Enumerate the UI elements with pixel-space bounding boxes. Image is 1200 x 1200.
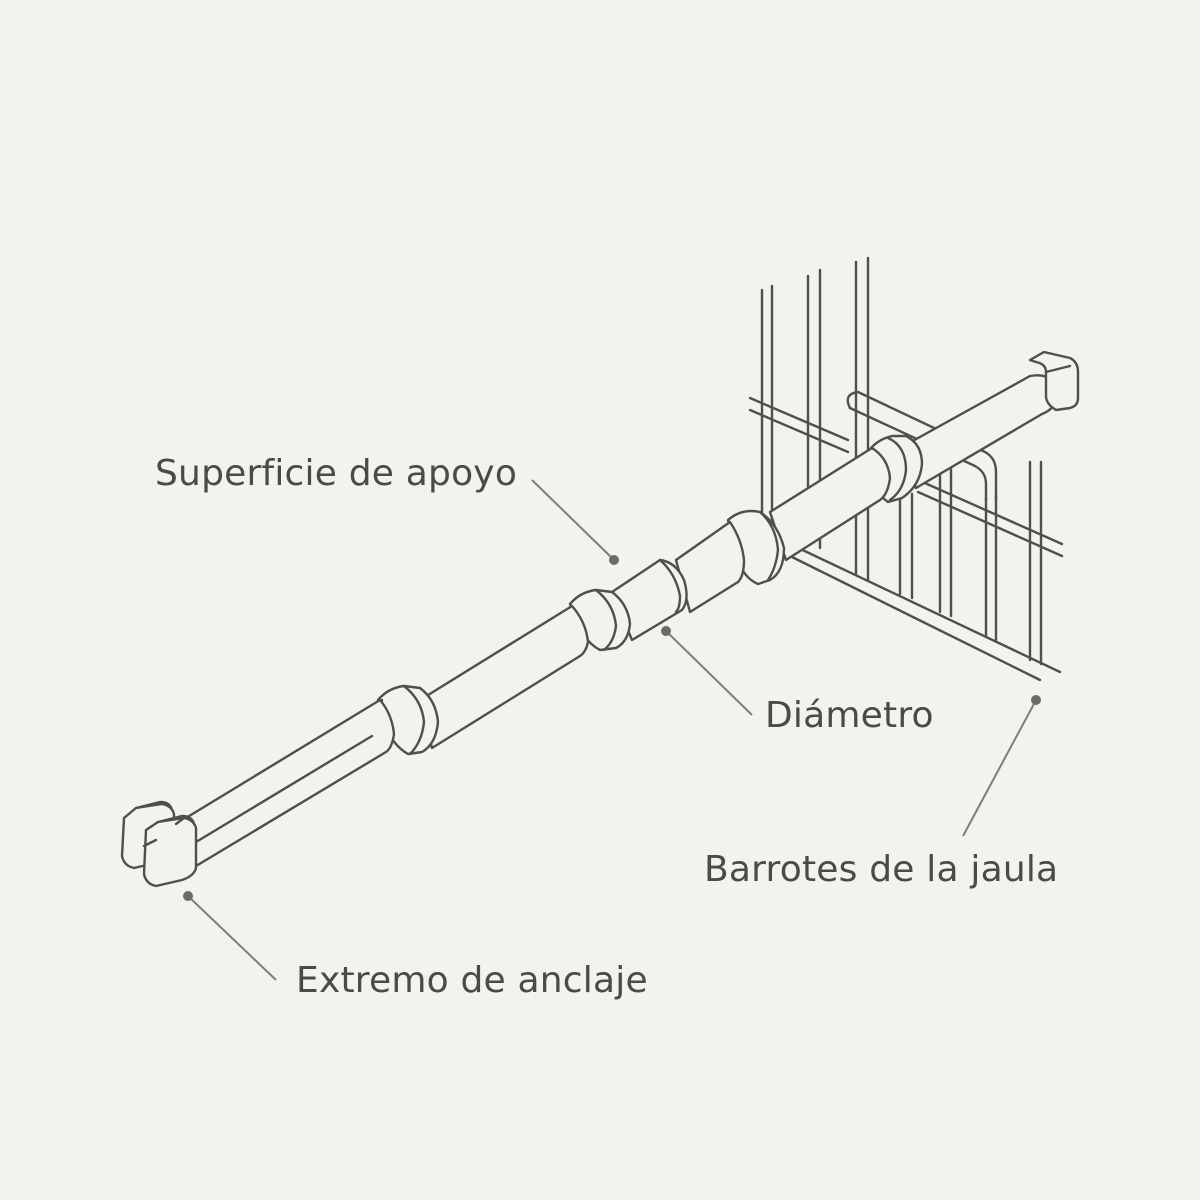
- dot-diametro: [661, 626, 671, 636]
- perch: [120, 350, 1080, 888]
- label-extremo-de-anclaje: Extremo de anclaje: [296, 960, 648, 1001]
- leader-diametro: [666, 631, 753, 716]
- leader-lines: [188, 479, 1036, 981]
- leader-dots: [183, 555, 1041, 901]
- cage-bars: [748, 256, 1064, 682]
- label-barrotes-de-la-jaula: Barrotes de la jaula: [704, 849, 1059, 890]
- dot-extremo: [183, 891, 193, 901]
- label-diametro: Diámetro: [765, 695, 934, 736]
- leader-superficie: [531, 479, 613, 559]
- leader-barrotes: [962, 701, 1036, 837]
- label-superficie-de-apoyo: Superficie de apoyo: [155, 453, 518, 494]
- dot-barrotes: [1031, 695, 1041, 705]
- leader-extremo: [188, 896, 277, 981]
- dot-superficie: [609, 555, 619, 565]
